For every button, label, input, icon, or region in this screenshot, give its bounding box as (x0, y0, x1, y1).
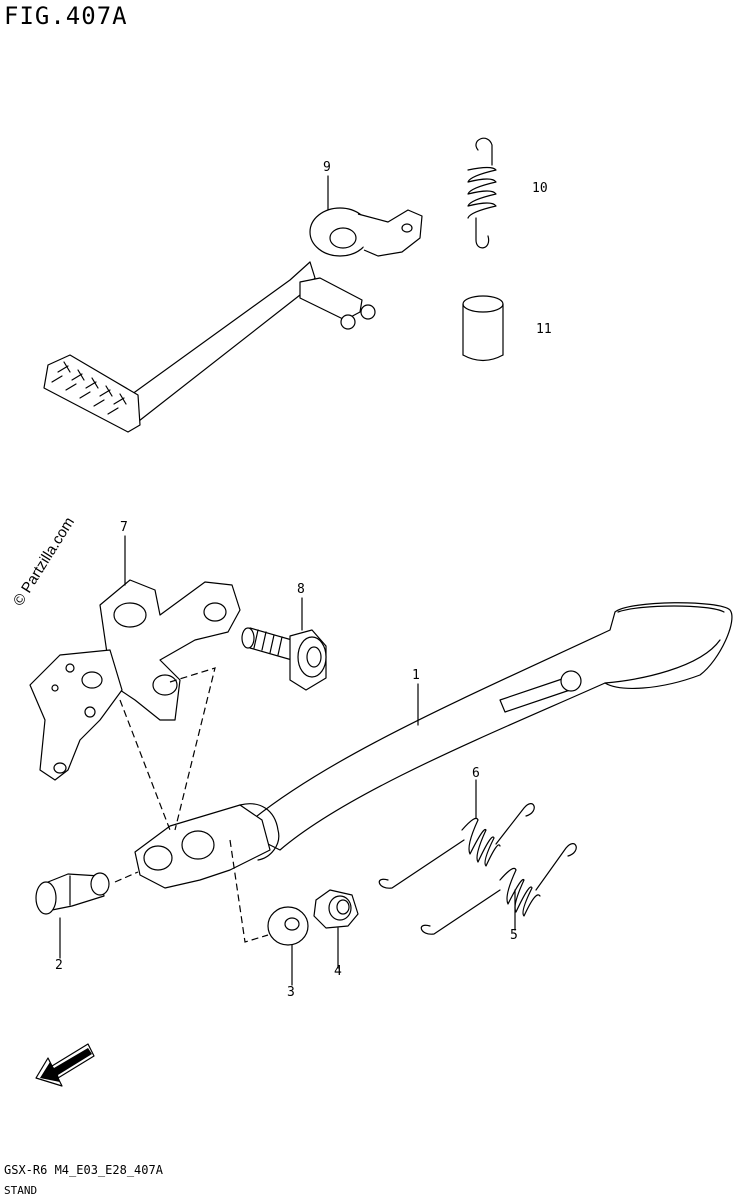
figure-title: FIG.407A (4, 2, 128, 30)
part-7-bracket[interactable] (29, 579, 241, 781)
part-9-brake-pedal[interactable] (43, 207, 423, 433)
callout-4[interactable]: 4 (334, 964, 342, 979)
callout-1[interactable]: 1 (412, 668, 420, 683)
figure-name: STAND (4, 1184, 38, 1197)
callout-10[interactable]: 10 (532, 181, 548, 196)
part-5-spring[interactable] (420, 843, 577, 935)
callout-8[interactable]: 8 (297, 582, 305, 597)
part-2-pivot-bolt[interactable] (35, 872, 110, 915)
part-10-spring[interactable] (467, 137, 497, 249)
part-1-side-stand[interactable] (134, 602, 733, 889)
fwd-arrow-icon (35, 1043, 95, 1087)
assembly-guide-lines (114, 667, 269, 943)
callout-3[interactable]: 3 (287, 985, 295, 1000)
callout-5[interactable]: 5 (510, 928, 518, 943)
callout-9[interactable]: 9 (323, 160, 331, 175)
callout-2[interactable]: 2 (55, 958, 63, 973)
figure-code: GSX-R6 M4_E03_E28_407A (4, 1163, 163, 1177)
part-4-nut[interactable] (313, 889, 359, 929)
part-3-washer[interactable] (267, 906, 309, 946)
part-8-bolt[interactable] (241, 627, 327, 691)
callout-7[interactable]: 7 (120, 520, 128, 535)
callout-11[interactable]: 11 (536, 322, 552, 337)
part-6-spring[interactable] (378, 803, 535, 889)
callout-6[interactable]: 6 (472, 766, 480, 781)
part-11-collar[interactable] (462, 295, 504, 362)
